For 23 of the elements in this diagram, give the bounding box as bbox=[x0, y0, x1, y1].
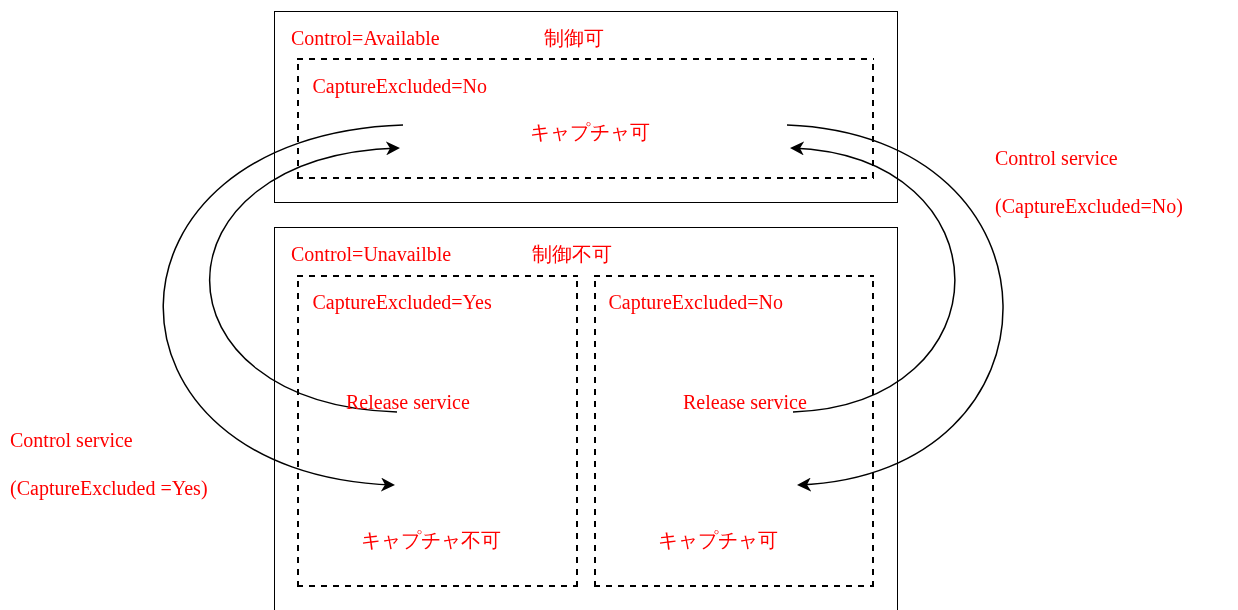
edge-label: Control service (CaptureExcluded=No) bbox=[995, 146, 1184, 220]
state-label: Control=Unavailble bbox=[291, 242, 452, 266]
state-caption: キャプチャ可 bbox=[657, 527, 778, 552]
curved-arrow bbox=[162, 124, 404, 491]
state-label: CaptureExcluded=Yes bbox=[312, 289, 492, 314]
state-caption: キャプチャ可 bbox=[529, 119, 650, 144]
state-caption: 制御可 bbox=[544, 26, 604, 50]
edge-label: Release service bbox=[346, 390, 471, 415]
curved-arrow bbox=[790, 142, 956, 413]
state-box bbox=[274, 227, 898, 610]
state-label: CaptureExcluded=No bbox=[608, 289, 784, 314]
state-label: CaptureExcluded=No bbox=[312, 73, 488, 98]
state-caption: 制御不可 bbox=[532, 242, 612, 266]
state-box bbox=[274, 11, 898, 203]
curved-arrow bbox=[208, 142, 400, 413]
curved-arrow bbox=[786, 124, 1004, 491]
state-label: Control=Available bbox=[291, 26, 440, 50]
state-caption: キャプチャ不可 bbox=[360, 527, 501, 552]
edge-label: Control service (CaptureExcluded =Yes) bbox=[10, 428, 209, 502]
dashed-region bbox=[593, 274, 874, 587]
dashed-region bbox=[296, 274, 578, 587]
edge-label: Release service bbox=[683, 390, 808, 415]
dashed-region bbox=[296, 57, 874, 179]
